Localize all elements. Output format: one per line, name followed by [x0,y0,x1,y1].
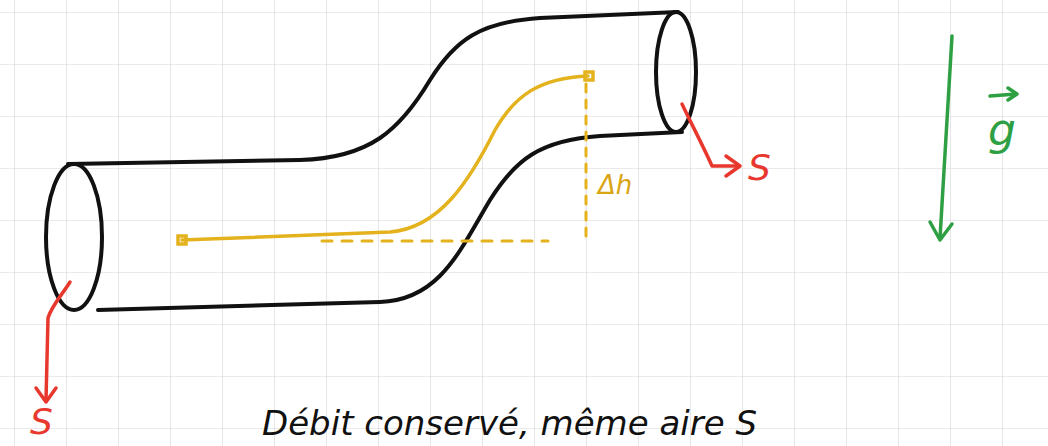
streamline [178,72,593,244]
note-text: Débit conservé, même aire S [262,406,757,440]
pipe-outline [46,12,696,310]
section-leader [36,104,740,402]
section-label: S [30,404,53,440]
gravity-vector [930,36,1017,240]
vector-label: g [988,108,1016,152]
section-label: S [748,150,771,186]
height-dimension: Δh [598,172,632,198]
